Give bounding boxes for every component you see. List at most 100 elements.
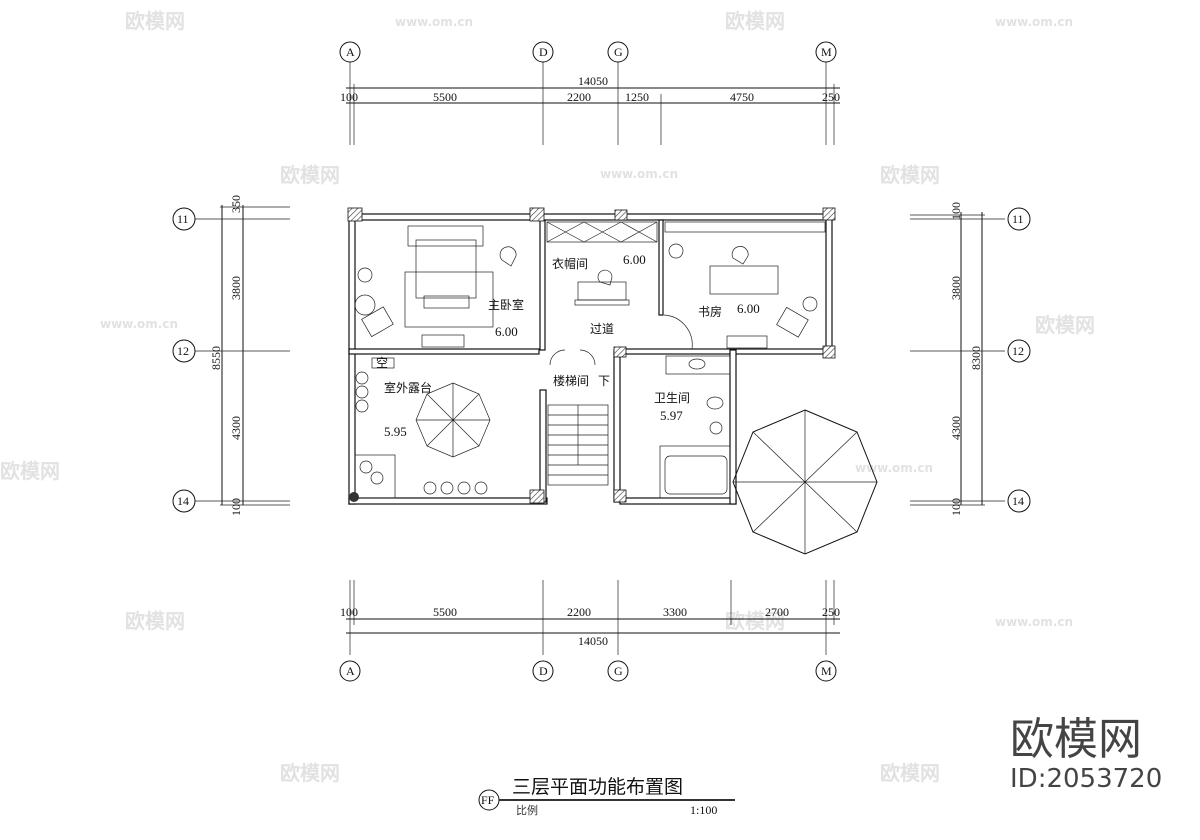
terrace-umbrella [415,382,491,458]
svg-text:D: D [539,45,548,59]
watermark-brand: 欧模网 [725,609,785,633]
axis-bubble-14: 14 [172,489,196,513]
planters [349,371,488,502]
sheet-symbol: FF [481,793,495,807]
svg-text:3800: 3800 [229,276,243,300]
room-terrace: 室外露台 [384,380,432,395]
svg-text:14050: 14050 [578,634,608,648]
watermark-site: www.om.cn [100,317,178,331]
watermark-site: www.om.cn [995,615,1073,629]
room-study: 书房 [698,304,722,319]
watermark-brand: 欧模网 [1035,313,1095,337]
svg-text:100: 100 [949,498,963,516]
ac-unit-label: 空 [376,356,388,370]
svg-text:14: 14 [1012,494,1024,508]
watermark-brand: 欧模网 [725,9,785,33]
title-block: FF 三层平面功能布置图 比例 1:100 [478,776,735,817]
axis-bubble-A: A [339,660,361,682]
watermark-brand-block: 欧模网 ID:2053720 [1010,714,1180,795]
room-corridor: 过道 [590,322,614,336]
drawing-title: 三层平面功能布置图 [512,776,683,798]
svg-text:3800: 3800 [949,276,963,300]
svg-text:4750: 4750 [730,90,754,104]
gazebo-roof [732,409,878,555]
top-dimensions: 14050 100 5500 2200 1250 4750 250 A D G … [339,41,840,145]
scale-value: 1:100 [690,803,717,817]
room-labels: 主卧室 6.00 衣帽间 6.00 过道 书房 6.00 楼梯间 下 卫生间 5… [384,252,760,439]
watermark-site: www.om.cn [395,15,473,29]
svg-text:4300: 4300 [229,416,243,440]
svg-text:14: 14 [177,494,189,508]
bottom-dimensions: 100 5500 2200 3300 2700 250 14050 A D G … [339,580,840,682]
room-master-bedroom: 主卧室 [488,297,524,312]
axis-bubble-D: D [532,41,554,63]
watermark-logo-text: 欧模网 [1010,714,1142,765]
svg-text:14050: 14050 [578,74,608,88]
svg-text:G: G [614,664,623,678]
svg-text:100: 100 [340,605,358,619]
watermark-brand: 欧模网 [880,761,940,785]
axis-bubble-12: 12 [1007,339,1031,363]
watermark-brand: 欧模网 [125,609,185,633]
watermark-site: www.om.cn [855,461,933,475]
svg-text:4300: 4300 [949,416,963,440]
axis-bubble-G: G [607,41,629,63]
svg-text:2700: 2700 [765,605,789,619]
svg-text:12: 12 [1012,344,1024,358]
axis-bubble-G: G [607,660,629,682]
axis-bubble-12: 12 [172,339,196,363]
walls [347,207,836,505]
svg-text:11: 11 [177,212,189,226]
axis-bubble-11: 11 [172,207,196,231]
svg-text:8550: 8550 [209,346,223,370]
watermark-site: www.om.cn [600,167,678,181]
right-dimensions: 100 3800 4300 100 8300 11 12 14 [910,202,1031,516]
elevation-study: 6.00 [737,301,760,316]
elevation-master-bedroom: 6.00 [495,324,518,339]
svg-text:1250: 1250 [625,90,649,104]
axis-bubble-D: D [532,660,554,682]
watermark-brand: 欧模网 [0,459,60,483]
watermark-brand: 欧模网 [280,761,340,785]
svg-text:100: 100 [949,202,963,220]
elevation-terrace: 5.95 [384,424,407,439]
room-bathroom: 卫生间 [654,391,690,405]
watermark-brand: 欧模网 [280,163,340,187]
svg-text:M: M [821,664,832,678]
axis-bubble-14: 14 [1007,489,1031,513]
watermark-layer: 欧模网 欧模网 www.om.cn www.om.cn 欧模网 欧模网 www.… [0,9,1095,785]
svg-text:350: 350 [229,195,243,213]
svg-text:A: A [346,45,355,59]
svg-text:11: 11 [1012,212,1024,226]
svg-text:5500: 5500 [433,90,457,104]
svg-text:D: D [539,664,548,678]
svg-text:100: 100 [229,498,243,516]
svg-text:3300: 3300 [663,605,687,619]
axis-bubble-11: 11 [1007,207,1031,231]
svg-text:M: M [821,45,832,59]
watermark-brand: 欧模网 [125,9,185,33]
axis-bubble-M: M [815,660,837,682]
furniture: 空 [349,221,878,555]
room-stair: 楼梯间 [553,373,589,388]
svg-text:250: 250 [822,605,840,619]
watermark-site: www.om.cn [995,15,1073,29]
svg-text:12: 12 [177,344,189,358]
axis-bubble-M: M [815,41,837,63]
room-closet: 衣帽间 [552,256,588,271]
left-dimensions: 350 3800 4300 100 8550 11 12 14 [172,195,290,516]
elevation-closet: 6.00 [623,252,646,267]
svg-text:A: A [346,664,355,678]
svg-text:8300: 8300 [969,346,983,370]
watermark-brand: 欧模网 [880,163,940,187]
svg-text:5500: 5500 [433,605,457,619]
svg-text:100: 100 [340,90,358,104]
scale-label: 比例 [516,803,538,817]
stair-direction: 下 [598,374,610,388]
svg-text:2200: 2200 [567,605,591,619]
svg-text:G: G [614,45,623,59]
elevation-bathroom: 5.97 [660,408,683,423]
svg-text:250: 250 [822,90,840,104]
svg-text:2200: 2200 [567,90,591,104]
